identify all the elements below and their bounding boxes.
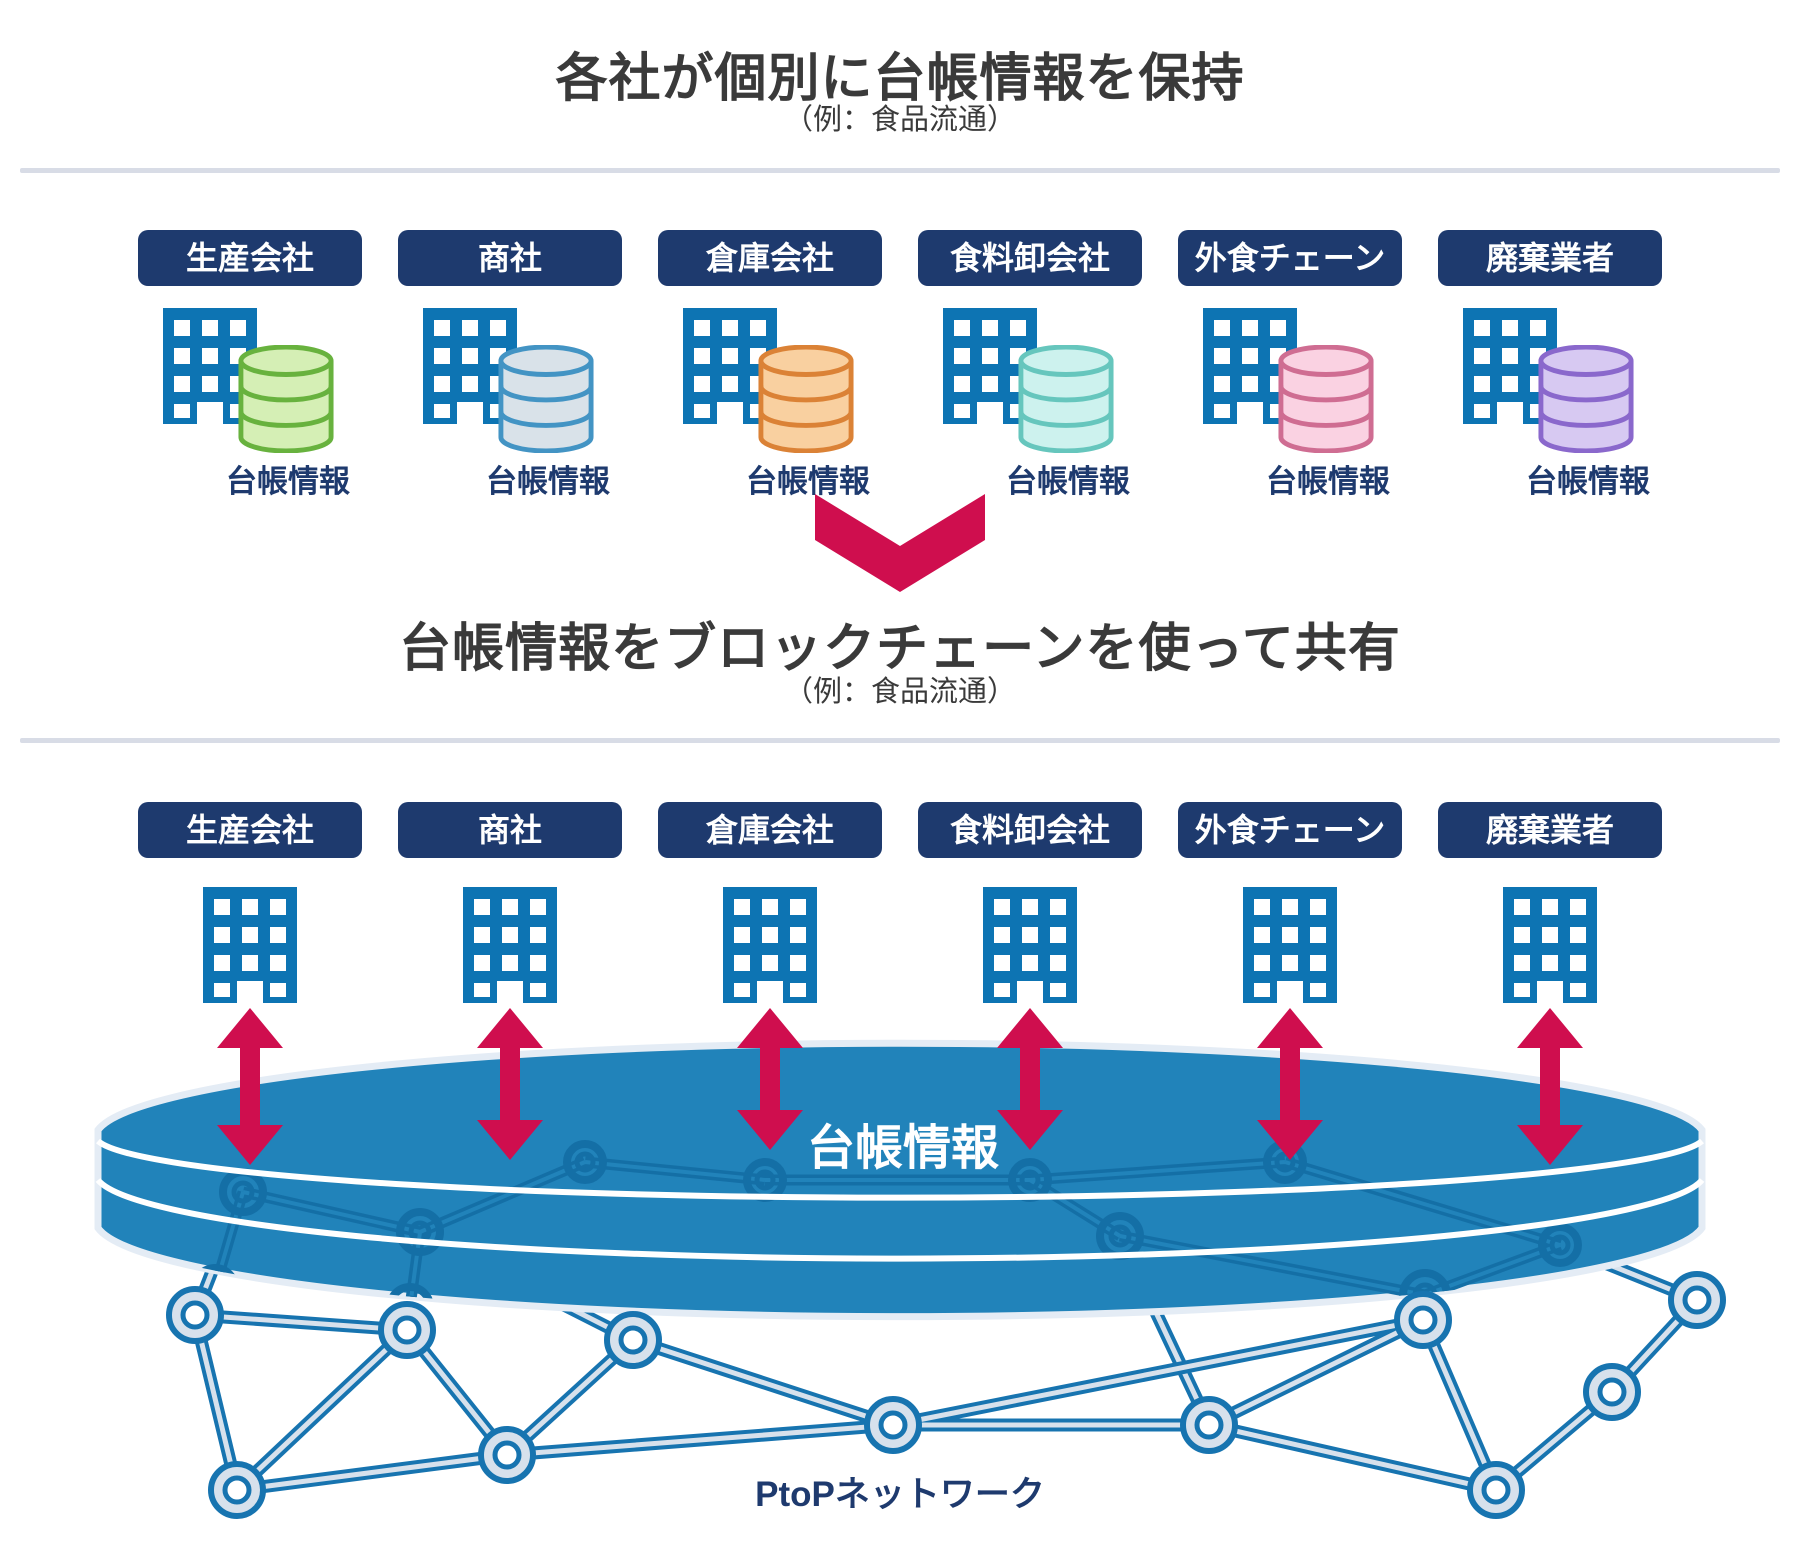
section-divider-bottom [20, 738, 1780, 743]
page-subtitle: （例：食品流通） [783, 104, 1016, 136]
company-badge: 廃棄業者 [1438, 230, 1662, 286]
ledger-label: 台帳情報 [746, 464, 870, 499]
database-icon [1538, 345, 1634, 453]
building-icon [1503, 887, 1597, 1003]
sync-arrow-icon [1257, 1008, 1323, 1160]
database-icon [238, 345, 334, 453]
network-node [1583, 1363, 1641, 1421]
network-node [208, 1461, 266, 1519]
network-node [478, 1426, 536, 1484]
company-column: 生産会社 台帳情報 [120, 230, 380, 520]
network-node [1394, 1291, 1452, 1349]
network-node [378, 1301, 436, 1359]
sync-arrow-icon [217, 1008, 283, 1165]
company-column: 商社 台帳情報 [380, 230, 640, 520]
company-badge: 食料卸会社 [918, 802, 1142, 858]
ledger-label: 台帳情報 [1006, 464, 1130, 499]
company-badge: 商社 [398, 230, 622, 286]
network-node [166, 1286, 224, 1344]
shared-companies-row: 生産会社 商社 倉庫会社 食料卸会社 外食チェーン 廃棄業者 [120, 802, 1680, 858]
company-column: 外食チェーン 台帳情報 [1160, 230, 1420, 520]
disk-rim-line [96, 1138, 1704, 1201]
building-icon [983, 887, 1077, 1003]
building-icon [463, 887, 557, 1003]
building-icon [203, 887, 297, 1003]
network-nodes [166, 1271, 1726, 1519]
company-badge: 生産会社 [138, 230, 362, 286]
blockchain-disk: 台帳情報 [94, 1039, 1706, 1321]
database-icon [1018, 345, 1114, 453]
company-badge: 廃棄業者 [1438, 802, 1662, 858]
network-node [604, 1311, 662, 1369]
company-badge: 生産会社 [138, 802, 362, 858]
section-divider-top [20, 168, 1780, 173]
sync-arrows [217, 1008, 1583, 1165]
sync-arrow-icon [737, 1008, 803, 1150]
database-icon [758, 345, 854, 453]
network-edge-cores [192, 1298, 1699, 1493]
section2-subtitle: （例：食品流通） [783, 676, 1016, 708]
individual-companies-row: 生産会社 台帳情報 商社 [120, 230, 1680, 520]
company-badge: 商社 [398, 802, 622, 858]
company-badge: 食料卸会社 [918, 230, 1142, 286]
disk-rim-line [95, 1178, 1705, 1262]
company-column: 廃棄業者 台帳情報 [1420, 230, 1680, 520]
p2p-network: PtoPネットワーク [166, 1271, 1726, 1519]
building-icons-row [203, 887, 1597, 1003]
sync-arrow-icon [1517, 1008, 1583, 1165]
company-badge: 倉庫会社 [658, 802, 882, 858]
section2-title: 台帳情報をブロックチェーンを使って共有 [399, 620, 1401, 678]
page-title: 各社が個別に台帳情報を保持 [555, 50, 1245, 108]
ptop-network-label: PtoPネットワーク [755, 1475, 1045, 1514]
database-icon [498, 345, 594, 453]
database-icon [1278, 345, 1374, 453]
company-badge: 外食チェーン [1178, 230, 1402, 286]
company-badge: 外食チェーン [1178, 802, 1402, 858]
merge-down-arrow-icon [815, 494, 985, 592]
ledger-label: 台帳情報 [226, 464, 350, 499]
network-node [1180, 1396, 1238, 1454]
company-column: 食料卸会社 台帳情報 [900, 230, 1160, 520]
sync-arrow-icon [477, 1008, 543, 1160]
building-icon [1243, 887, 1337, 1003]
company-badge: 倉庫会社 [658, 230, 882, 286]
disk-ledger-label: 台帳情報 [807, 1122, 999, 1175]
building-icon [723, 887, 817, 1003]
network-node [1467, 1461, 1525, 1519]
network-node [864, 1396, 922, 1454]
company-column: 倉庫会社 台帳情報 [640, 230, 900, 520]
ledger-label: 台帳情報 [486, 464, 610, 499]
sync-arrow-icon [997, 1008, 1063, 1150]
network-node [1668, 1271, 1726, 1329]
ledger-label: 台帳情報 [1526, 464, 1650, 499]
ledger-label: 台帳情報 [1266, 464, 1390, 499]
